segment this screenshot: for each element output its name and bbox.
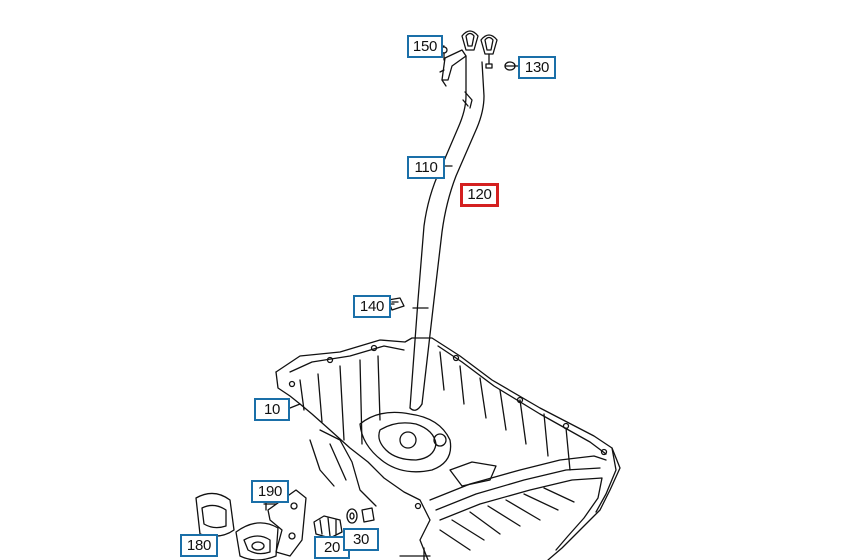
callout-30[interactable]: 30 [343,528,379,551]
callout-150[interactable]: 150 [407,35,443,58]
guide-tube-bracket-icon [439,46,467,87]
dipstick-guide-tube-icon [409,55,485,411]
oil-pan-icon [275,337,621,560]
callout-130[interactable]: 130 [518,56,556,79]
callout-10[interactable]: 10 [254,398,290,421]
callout-110[interactable]: 110 [407,156,445,179]
callout-120[interactable]: 120 [460,183,499,207]
drain-plug-icon [313,507,375,539]
dipstick-handle-icon [461,30,498,69]
callout-140[interactable]: 140 [353,295,391,318]
callout-180[interactable]: 180 [180,534,218,557]
callout-190[interactable]: 190 [251,480,289,503]
